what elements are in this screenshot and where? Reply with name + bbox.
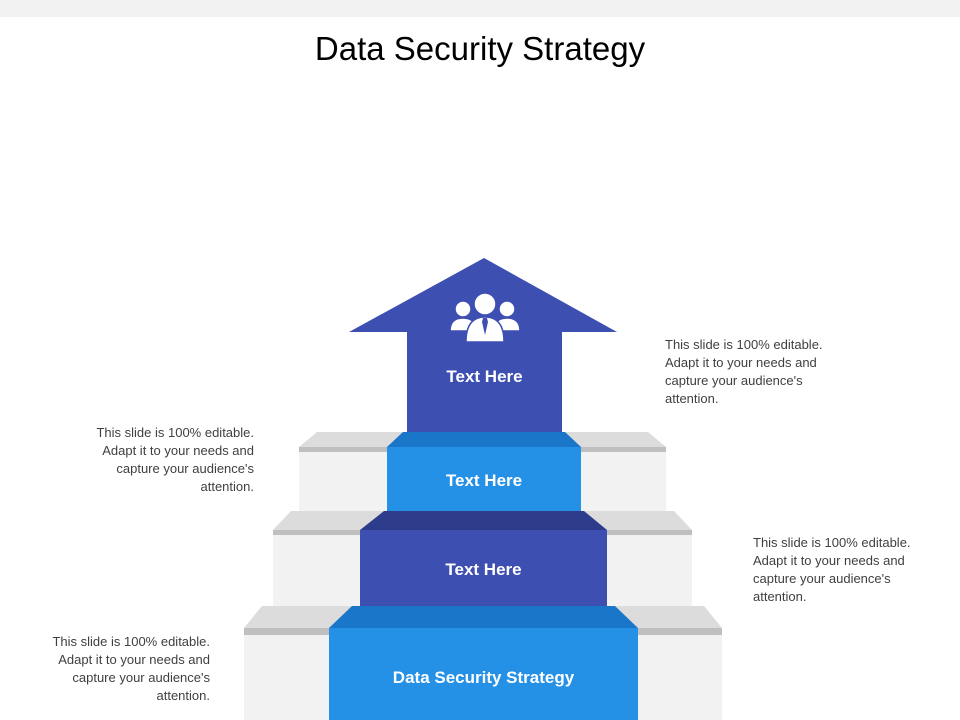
block-2 (387, 447, 581, 511)
block-3-band (360, 511, 607, 530)
note-upper-left: This slide is 100% editable. Adapt it to… (96, 425, 254, 494)
arrow-block (349, 258, 617, 432)
block-2-band (387, 432, 581, 447)
tie-icon (482, 318, 488, 335)
slide-title: Data Security Strategy (314, 30, 646, 67)
blue-blocks (329, 258, 638, 720)
note-bottom-left: This slide is 100% editable. Adapt it to… (52, 634, 210, 703)
note-top-right: This slide is 100% editable. Adapt it to… (665, 337, 823, 406)
step-label-4: Data Security Strategy (392, 668, 575, 687)
block-3 (360, 530, 607, 606)
block-4-band (329, 606, 638, 628)
block-4 (329, 628, 638, 720)
note-lower-right: This slide is 100% editable. Adapt it to… (753, 535, 911, 604)
step-label-1: Text Here (446, 367, 523, 386)
step-label-2: Text Here (445, 471, 523, 490)
team-group-icon (449, 292, 521, 343)
top-band (0, 0, 960, 17)
step-label-3: Text Here (445, 560, 522, 579)
